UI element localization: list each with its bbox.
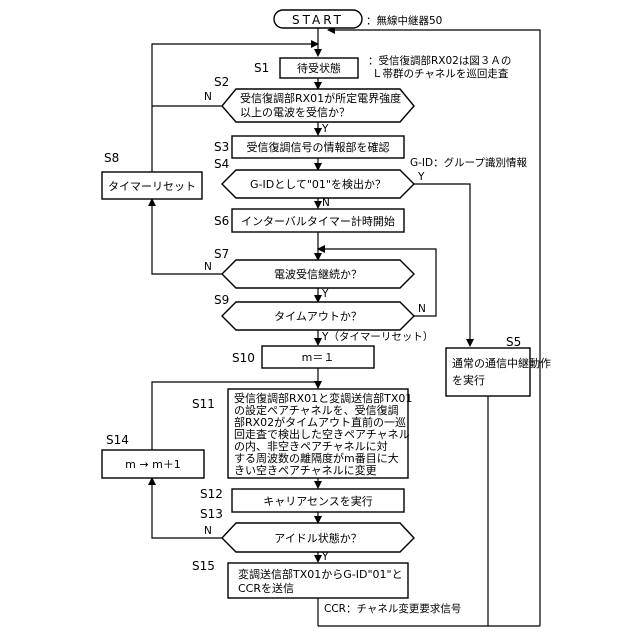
s5-text-line1: 通常の通信中継動作 <box>452 356 551 370</box>
s9-yes-label: Y（タイマーリセット） <box>321 331 433 343</box>
s10-text: m＝１ <box>302 351 335 364</box>
s15-text-line1: 変調送信部TX01からG-ID"01"と <box>238 567 403 581</box>
s11-id: S11 <box>192 397 215 411</box>
s2-yes-label: Y <box>321 123 329 135</box>
s5-box <box>446 348 530 396</box>
s5-text-line2: を実行 <box>452 373 485 387</box>
s11-text-line2: の設定ペアチャネルを、受信復調 <box>234 403 399 417</box>
s9-id: S9 <box>214 293 229 307</box>
s8-text: タイマーリセット <box>108 180 196 193</box>
start-label: START <box>292 13 344 27</box>
start-terminal: START <box>274 10 362 28</box>
s4-id: S4 <box>214 157 229 171</box>
s8-id: S8 <box>104 151 119 165</box>
s2-id: S2 <box>214 75 229 89</box>
s11-text-line6: する周波数の離隔度がm番目に大 <box>234 451 399 465</box>
s4-no-label: N <box>322 197 330 209</box>
s1-id: S1 <box>254 61 269 75</box>
s15-text-line2: CCRを送信 <box>238 581 294 595</box>
s11-text-line7: きい空きペアチャネルに変更 <box>234 463 377 477</box>
s12-text: キャリアセンスを実行 <box>263 494 373 508</box>
s1-side-note-line1: ：受信復調部RX02は図３Ａの <box>368 54 511 67</box>
start-note: ：無線中継器50 <box>366 14 442 27</box>
s13-yes-label: Y <box>321 551 329 563</box>
s4-text: G-IDとして"01"を検出か？ <box>250 177 386 191</box>
s5-id: S5 <box>506 335 521 349</box>
s13-text: アイドル状態か？ <box>274 531 361 545</box>
ccr-definition: CCR：チャネル変更要求信号 <box>324 602 461 615</box>
s7-yes-label: Y <box>321 288 329 300</box>
s3-text: 受信復調信号の情報部を確認 <box>247 140 390 154</box>
s15-id: S15 <box>192 559 215 573</box>
s11-text-line5: の内、非空きペアチャネルに対 <box>234 439 388 453</box>
s1-side-note-line2: Ｌ帯群のチャネルを巡回走査 <box>372 67 509 80</box>
s4-yes-label: Y <box>417 171 425 183</box>
s9-no-label: N <box>418 303 426 315</box>
s2-text-line1: 受信復調部RX01が所定電界強度 <box>240 91 401 105</box>
s14-text: m → m＋1 <box>125 458 181 471</box>
s7-text: 電波受信継続か？ <box>274 267 362 281</box>
s13-no-label: N <box>204 525 212 537</box>
s2-text-line2: 以上の電波を受信か？ <box>240 106 350 119</box>
s7-no-label: N <box>204 261 212 273</box>
s6-text: インターバルタイマー計時開始 <box>241 214 395 228</box>
s10-id: S10 <box>232 351 255 365</box>
edge-s4-yes <box>414 184 470 346</box>
s12-id: S12 <box>200 487 223 501</box>
s11-text-line1: 受信復調部RX01と変調送信部TX01 <box>234 391 412 405</box>
s2-no-label: N <box>204 91 212 103</box>
s6-id: S6 <box>214 214 229 228</box>
s9-text: タイムアウトか？ <box>274 310 362 323</box>
s11-text-line4: 回走査で検出した空きペアチャネル <box>234 427 410 441</box>
s11-text-line3: 部RX02がタイムアウト直前の一巡 <box>234 415 406 429</box>
s13-id: S13 <box>200 507 223 521</box>
gid-definition: G-ID：グループ識別情報 <box>410 156 527 169</box>
s1-text: 待受状態 <box>297 61 341 75</box>
s3-id: S3 <box>214 140 229 154</box>
s7-id: S7 <box>214 247 229 261</box>
s14-id: S14 <box>106 433 129 447</box>
